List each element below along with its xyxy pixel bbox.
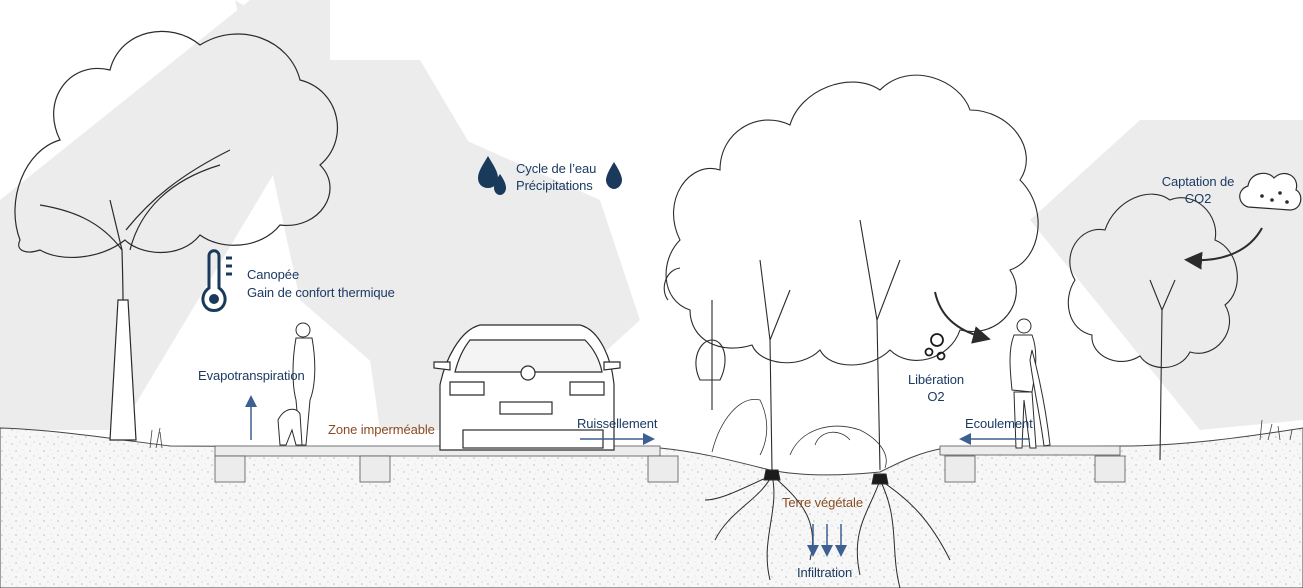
infiltration-label: Infiltration (797, 565, 853, 580)
trees-center (663, 74, 1039, 471)
roots (704, 469, 951, 588)
runoff-label: Ruissellement (577, 416, 658, 431)
sunbeams (0, 0, 1303, 430)
grass (149, 419, 1293, 449)
water-cycle-label: Cycle de l’eau (516, 161, 597, 176)
co2-capture-label-line1: Captation de (1161, 174, 1235, 189)
arrow-down-icon (807, 524, 847, 557)
precipitation-label: Précipitations (516, 178, 593, 193)
cloud-icon (1239, 172, 1302, 211)
thermometer-icon (201, 249, 232, 312)
flow-label: Ecoulement (965, 416, 1033, 431)
o2-release-label-line2: O2 (927, 389, 945, 404)
o2-release-label-line1: Libération (907, 372, 965, 387)
impermeable-zone-label: Zone imperméable (328, 422, 435, 437)
tree-right (1067, 193, 1238, 461)
ground (0, 427, 1303, 588)
curved-arrow-icon (934, 291, 991, 344)
thermal-comfort-label: Gain de confort thermique (247, 285, 395, 300)
tree-left (14, 30, 338, 441)
walking-person (1009, 318, 1051, 449)
curved-arrow-icon (1184, 227, 1263, 270)
evapotranspiration-label: Evapotranspiration (198, 368, 305, 383)
o2-bubbles-icon (924, 333, 946, 361)
pedestrian-with-dog (277, 322, 316, 446)
co2-capture-label-line2: CO2 (1184, 191, 1212, 206)
pavement (214, 445, 1126, 483)
canopy-label: Canopée (247, 267, 300, 282)
water-drop-icon (478, 156, 622, 195)
car (433, 324, 621, 451)
shrubs (711, 398, 887, 469)
topsoil-label: Terre végétale (782, 495, 863, 510)
